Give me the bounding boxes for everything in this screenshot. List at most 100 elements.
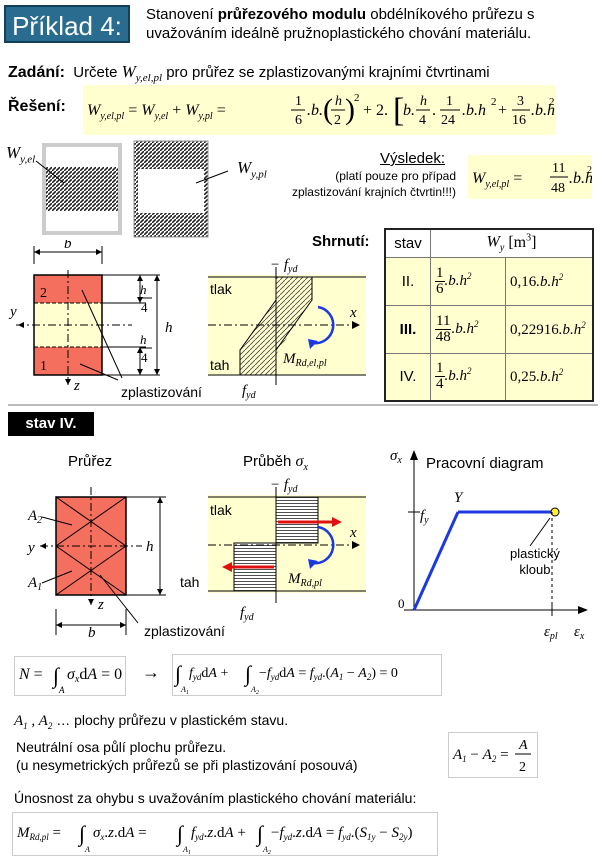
svg-text:2: 2 [354, 92, 360, 104]
table-cell-decimal: 0,25.b.h2 [505, 352, 594, 402]
equation-moment-svg: MRd,pl = ∫A σx.z.dA = ∫A1 fyd.z.dA + ∫A2… [16, 821, 413, 856]
tah-label-2: tah [180, 574, 200, 590]
assignment-line: Zadání: Určete Wy,el,pl pro průřez se zp… [8, 62, 490, 84]
zplast-label-2: zplastizování [144, 623, 225, 639]
svg-text:b: b [64, 240, 72, 252]
svg-text:16: 16 [512, 113, 526, 128]
table-cell-decimal: 0,22916.b.h2 [505, 304, 594, 354]
svg-text:h: h [146, 539, 154, 555]
svg-text:h: h [140, 282, 147, 297]
sections-diagram [35, 140, 229, 238]
svg-text:A1 − A2 =: A1 − A2 = [452, 747, 509, 764]
section-separator [8, 404, 598, 406]
svg-text:fyd: fyd [242, 383, 257, 401]
prubeh-title: Průběh σx [243, 453, 308, 474]
svg-text:A2: A2 [250, 685, 259, 695]
svg-text:11: 11 [552, 161, 565, 176]
stress-diagram-1: x − fyd fyd MRd,el,pl [208, 257, 366, 401]
svg-text:1: 1 [295, 94, 302, 109]
planes-note: A1 , A2 … plochy průřezu v plastickém st… [14, 712, 289, 731]
quarter-section: b y z 2 1 h 4 h 4 h [8, 240, 173, 394]
solution-label: Řešení: [8, 98, 66, 115]
svg-text:A: A [58, 685, 65, 695]
equation-moment: MRd,pl = ∫A σx.z.dA = ∫A1 fyd.z.dA + ∫A2… [12, 812, 438, 856]
svg-text:∫: ∫ [243, 661, 253, 687]
svg-text:εx: εx [574, 624, 585, 642]
svg-text:z: z [73, 378, 80, 394]
svg-text:∫: ∫ [51, 663, 61, 689]
equation-n-expanded-svg: ∫A1 fyddA + ∫A2 −fyddA = fyd.(A1 − A2) =… [173, 661, 398, 696]
example-description: Stanovení průřezového modulu obdélníkové… [146, 6, 535, 42]
svg-text:.b.h: .b.h [462, 102, 486, 119]
w-el-label: Wy,el [6, 143, 36, 166]
tlak-label-2: tlak [210, 502, 232, 518]
svg-text:.b.: .b. [307, 102, 323, 119]
pracovni-title: Pracovní diagram [426, 455, 544, 472]
svg-text:−fyddA = fyd.(A1 − A2) = 0: −fyddA = fyd.(A1 − A2) = 0 [259, 666, 398, 682]
svg-text:εpl: εpl [544, 624, 558, 642]
svg-text:A1: A1 [182, 845, 191, 855]
svg-text:Wy,el,pl =: Wy,el,pl = [472, 170, 522, 190]
table-header-row: stav Wy [m3] [384, 228, 594, 258]
equation-areas-svg: A1 − A2 = A2 [452, 738, 531, 775]
svg-text:Y: Y [454, 490, 464, 506]
svg-text:0: 0 [398, 596, 405, 611]
svg-text:+: + [498, 102, 507, 119]
working-diagram: σx εx 0 fy Y εpl [390, 448, 588, 642]
example-badge: Příklad 4: [4, 5, 130, 43]
svg-text:24: 24 [441, 113, 455, 128]
svg-text:4: 4 [141, 300, 148, 315]
section-iv: y z h b A2 A1 [26, 487, 166, 641]
neutral-note: Neutrální osa půlí plochu průřezu.(u nes… [16, 739, 358, 773]
capacity-note: Únosnost za ohybu s uvažováním plastické… [14, 790, 417, 806]
svg-text:.b.h: .b.h [569, 170, 592, 187]
arrow-symbol: → [142, 662, 160, 682]
svg-text:A1: A1 [27, 575, 42, 593]
svg-text:b: b [88, 625, 96, 641]
svg-text:∫: ∫ [173, 661, 183, 687]
svg-text:4: 4 [419, 113, 426, 128]
svg-text:fyd.z.dA +: fyd.z.dA + [191, 825, 246, 842]
svg-text:h: h [165, 320, 173, 336]
svg-text:b.: b. [403, 102, 415, 119]
svg-text:Wy,el,pl = Wy,el + Wy,pl =: Wy,el,pl = Wy,el + Wy,pl = [87, 102, 226, 122]
svg-text:48: 48 [551, 181, 565, 196]
svg-text:∫: ∫ [175, 821, 185, 847]
table-header-stav: stav [384, 228, 431, 258]
svg-text:2: 2 [549, 96, 555, 108]
svg-text:N =: N = [18, 666, 43, 683]
table-cell-stav: II. [384, 256, 431, 306]
svg-text:x: x [349, 305, 357, 321]
svg-text:4: 4 [141, 350, 148, 365]
table-cell-stav: IV. [384, 352, 431, 402]
table-cell-stav: III. [384, 304, 431, 354]
prurez-title: Průřez [68, 453, 113, 470]
svg-text:fyddA +: fyddA + [189, 666, 228, 682]
table-cell-decimal: 0,16.b.h2 [505, 256, 594, 306]
equation-n-expanded: ∫A1 fyddA + ∫A2 −fyddA = fyd.(A1 − A2) =… [172, 654, 442, 696]
svg-text:1: 1 [40, 359, 47, 374]
svg-text:.: . [432, 102, 436, 119]
equation-n-svg: N = ∫A σxdA = 0 [18, 663, 122, 695]
svg-text:−fyd.z.dA = fyd.(S1y − S2y): −fyd.z.dA = fyd.(S1y − S2y) [271, 825, 413, 842]
svg-text:y: y [8, 304, 17, 320]
svg-text:h: h [140, 332, 147, 347]
svg-text:h: h [335, 94, 342, 109]
svg-text:σx.z.dA =: σx.z.dA = [93, 825, 147, 842]
svg-text:2: 2 [40, 286, 47, 301]
stress-diagram-2: x − fyd fyd MRd,pl [208, 477, 366, 623]
svg-text:− fyd: − fyd [270, 257, 298, 275]
